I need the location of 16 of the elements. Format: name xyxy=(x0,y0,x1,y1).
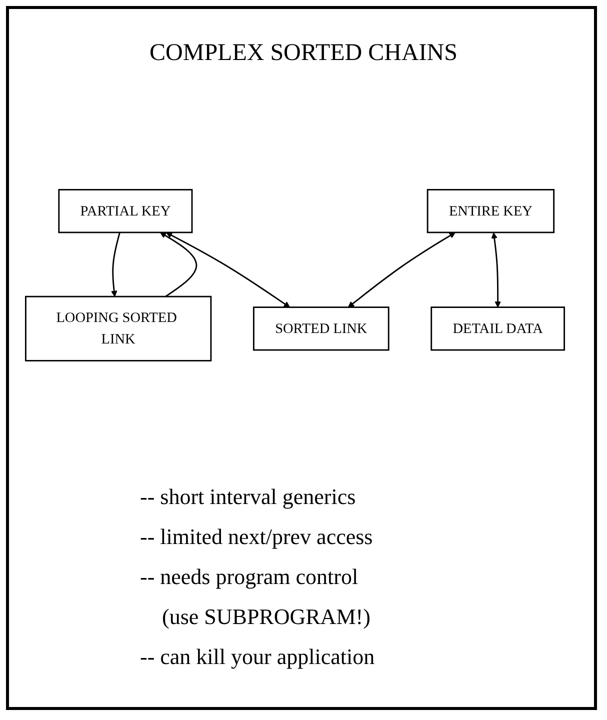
node-box: LOOPING SORTED LINK xyxy=(25,296,212,362)
bullet-text: -- limited next/prev access xyxy=(140,524,373,550)
arrow xyxy=(348,232,456,308)
arrow xyxy=(111,232,120,297)
node-box: ENTIRE KEY xyxy=(426,188,555,233)
node-box: PARTIAL KEY xyxy=(58,188,193,233)
arrow xyxy=(160,232,198,297)
bullet-text: -- needs program control xyxy=(140,564,358,590)
title: COMPLEX SORTED CHAINS xyxy=(148,40,458,67)
bullet-text: -- can kill your application xyxy=(140,644,375,670)
arrow xyxy=(491,232,501,308)
node-box: SORTED LINK xyxy=(252,306,390,351)
bullet-text: -- short interval generics xyxy=(140,484,356,510)
note-text: (use SUBPROGRAM!) xyxy=(162,604,370,630)
arrow xyxy=(166,232,290,308)
node-box: DETAIL DATA xyxy=(430,306,565,351)
